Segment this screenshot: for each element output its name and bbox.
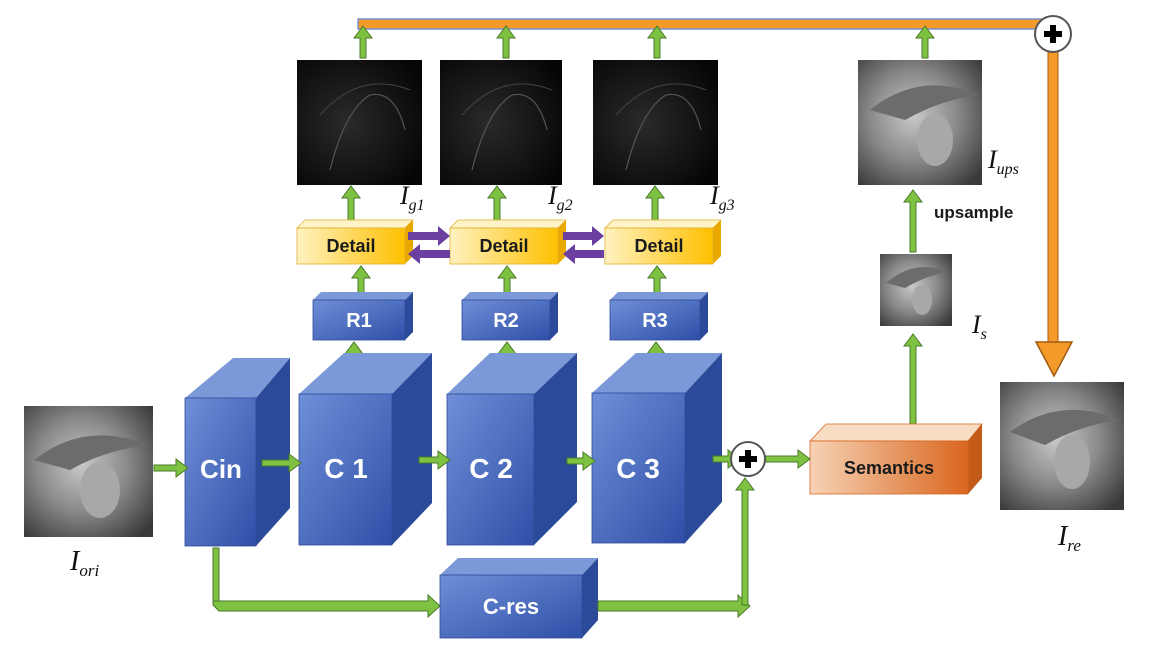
label-i-s: Is — [971, 310, 987, 343]
image-i-g1 — [297, 60, 422, 185]
r2-label: R2 — [493, 310, 519, 332]
upsample-label: upsample — [934, 203, 1013, 222]
purple-exchange-arrows — [408, 226, 604, 264]
r-block-1: R1 — [312, 292, 413, 341]
c1-label: C 1 — [324, 453, 368, 484]
label-i-g3: Ig3 — [709, 181, 735, 214]
c3-label: C 3 — [616, 453, 660, 484]
c1-block: C 1 — [298, 353, 432, 546]
detail-block-1: Detail — [296, 219, 414, 265]
r-block-2: R2 — [461, 292, 558, 341]
label-i-re: Ire — [1057, 521, 1081, 555]
label-i-g1: Ig1 — [399, 181, 425, 214]
image-i-ori — [24, 406, 153, 537]
c3-block: C 3 — [591, 353, 722, 544]
detail-block-2: Detail — [449, 219, 567, 265]
label-i-ups: Iups — [987, 145, 1019, 178]
image-i-s — [880, 254, 952, 326]
cin-block: Cin — [184, 358, 290, 547]
residual-path — [212, 477, 755, 619]
detail-label: Detail — [479, 236, 528, 256]
main-sum-node — [730, 441, 766, 477]
detail-label: Detail — [634, 236, 683, 256]
detail-label: Detail — [326, 236, 375, 256]
semantics-block: Semantics — [809, 423, 983, 495]
cres-label: C-res — [483, 594, 539, 619]
top-sum-node — [1034, 15, 1072, 53]
semantics-label: Semantics — [844, 458, 934, 478]
image-i-ups — [858, 60, 982, 185]
cres-block: C-res — [439, 558, 598, 639]
green-vertical-arrows — [341, 185, 923, 425]
cin-label: Cin — [200, 454, 242, 484]
upward-arrows-to-top — [353, 25, 935, 59]
c2-block: C 2 — [446, 353, 577, 546]
image-i-g3 — [593, 60, 718, 185]
detail-block-3: Detail — [604, 219, 722, 265]
label-i-g2: Ig2 — [547, 181, 573, 214]
image-i-g2 — [440, 60, 562, 185]
label-i-ori: Iori — [69, 546, 99, 580]
c2-label: C 2 — [469, 453, 513, 484]
r1-label: R1 — [346, 310, 372, 332]
r3-label: R3 — [642, 310, 668, 332]
r-block-3: R3 — [609, 292, 708, 341]
image-i-re — [1000, 382, 1124, 510]
